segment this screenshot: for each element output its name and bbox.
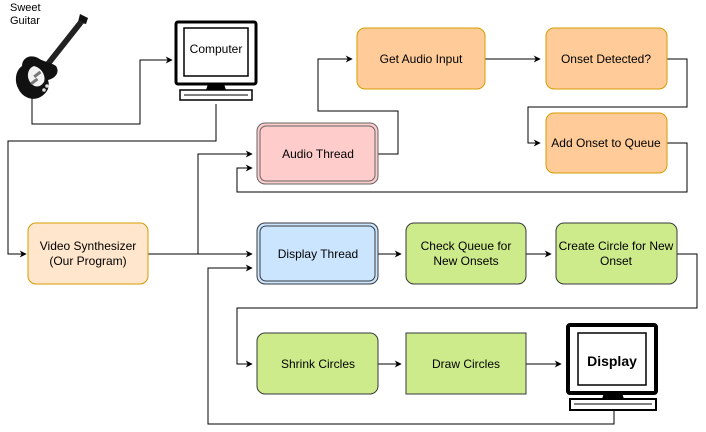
shrink-circles-label: Shrink Circles: [281, 357, 355, 371]
get-audio-input-label: Get Audio Input: [380, 52, 463, 66]
onset-detected-node: Onset Detected?: [545, 27, 668, 90]
display-thread-label: Display Thread: [278, 247, 358, 261]
get-audio-input-node: Get Audio Input: [356, 27, 486, 90]
computer-icon: Computer: [174, 20, 258, 101]
edge-display-to-display-thread: [207, 264, 615, 425]
draw-circles-label: Draw Circles: [432, 357, 500, 371]
guitar-icon: Sweet Guitar: [10, 2, 88, 99]
display-label: Display: [587, 353, 637, 369]
guitar-label-line2: Guitar: [10, 15, 40, 27]
edge-synth-to-audio-thread: [197, 150, 253, 254]
check-queue-label-line2: New Onsets: [433, 254, 498, 268]
draw-circles-node: Draw Circles: [405, 332, 527, 395]
audio-thread-node: Audio Thread: [256, 122, 379, 185]
display-monitor-icon: Display: [566, 323, 658, 411]
create-circle-label-line1: Create Circle for New: [559, 239, 674, 253]
video-synth-label-line2: (Our Program): [49, 254, 126, 268]
shrink-circles-node: Shrink Circles: [256, 332, 379, 395]
check-queue-label-line1: Check Queue for: [421, 239, 512, 253]
add-onset-label: Add Onset to Queue: [551, 136, 661, 150]
computer-label: Computer: [190, 42, 243, 56]
create-circle-node: Create Circle for New Onset: [555, 222, 678, 285]
edge-onset-to-add: [527, 58, 688, 147]
edge-guitar-to-computer: [31, 56, 173, 125]
display-thread-node: Display Thread: [256, 222, 379, 285]
video-synth-label-line1: Video Synthesizer: [40, 239, 137, 253]
video-synthesizer-node: Video Synthesizer (Our Program): [27, 222, 149, 285]
connectors: [7, 55, 698, 425]
onset-detected-label: Onset Detected?: [561, 52, 651, 66]
add-onset-node: Add Onset to Queue: [545, 112, 668, 174]
edge-create-to-shrink: [236, 253, 698, 368]
edge-add-to-audio-thread: [236, 142, 688, 193]
check-queue-node: Check Queue for New Onsets: [405, 222, 527, 285]
create-circle-label-line2: Onset: [600, 254, 633, 268]
audio-thread-label: Audio Thread: [282, 147, 354, 161]
guitar-label-line1: Sweet: [10, 2, 41, 14]
edge-audio-thread-to-get-audio: [317, 55, 399, 155]
edge-computer-to-synth: [7, 104, 217, 258]
